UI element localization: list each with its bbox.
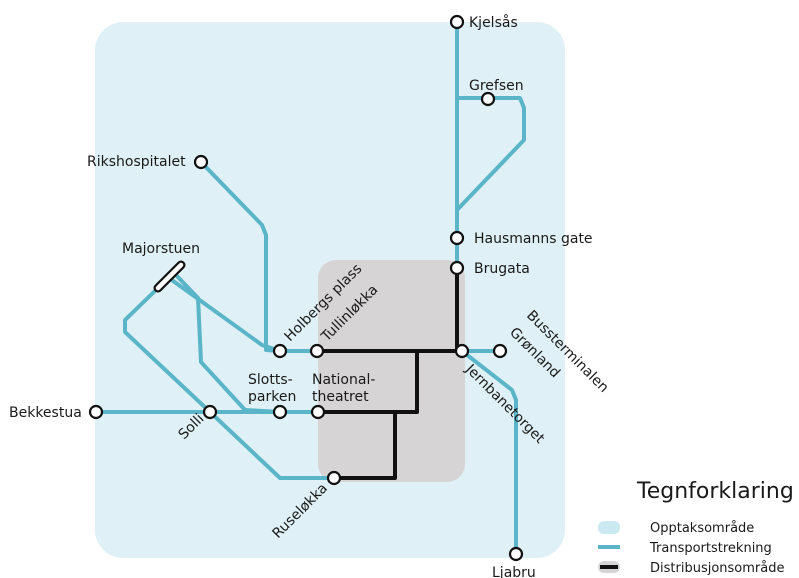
label-nationaltheatret-line1: National- — [312, 372, 375, 388]
legend: Tegnforklaring Opptaksområde Transportst… — [598, 479, 794, 576]
label-ljabru: Ljabru — [492, 565, 536, 578]
legend-swatch-transport — [598, 545, 620, 549]
legend-label-transport: Transportstrekning — [649, 541, 772, 556]
line-jernbanetorget-ljabru — [460, 349, 518, 556]
label-hausmanns: Hausmanns gate — [474, 231, 593, 247]
label-bekkestua: Bekkestua — [9, 405, 82, 421]
stop-slottsparken — [272, 404, 288, 420]
legend-title: Tegnforklaring — [636, 479, 794, 504]
stop-jernbanetorget — [454, 343, 470, 359]
legend-swatch-catchment — [598, 521, 620, 534]
label-rikshospitalet: Rikshospitalet — [87, 154, 186, 170]
label-kjelsas: Kjelsås — [469, 14, 518, 31]
stop-majorstuen — [153, 260, 186, 293]
legend-label-catchment: Opptaksområde — [650, 521, 754, 536]
stop-kjelsas — [449, 14, 465, 30]
label-nationaltheatret-line2: theatret — [312, 389, 369, 405]
label-slottsparken-line2: parken — [248, 389, 296, 405]
line-grefsen-loop — [455, 96, 526, 212]
dist-ruselokka-branch — [332, 410, 397, 480]
stop-tullinlokka — [309, 343, 325, 359]
stop-holbergs — [272, 343, 288, 359]
legend-label-distribution: Distribusjonsområde — [650, 561, 784, 576]
stop-nationaltheatret — [310, 404, 326, 420]
distribution-lines — [315, 266, 464, 480]
stop-hausmanns — [449, 230, 465, 246]
label-slottsparken-line1: Slotts- — [248, 372, 293, 388]
legend-swatch-distribution — [600, 565, 618, 569]
label-majorstuen: Majorstuen — [122, 241, 200, 257]
line-solli-ruselokka — [208, 410, 336, 480]
label-grefsen: Grefsen — [469, 78, 524, 94]
stop-gronland — [492, 343, 508, 359]
stop-brugata — [449, 260, 465, 276]
stop-rikshospitalet — [193, 154, 209, 170]
stops — [88, 14, 524, 562]
stop-solli — [202, 404, 218, 420]
distribution-area — [318, 260, 465, 482]
label-brugata: Brugata — [474, 261, 530, 277]
line-majorstuen-solli — [123, 286, 212, 414]
stop-bekkestua — [88, 404, 104, 420]
stop-ruselokka — [326, 470, 342, 486]
line-rikshospitalet-holbergs — [199, 160, 282, 353]
dist-nationaltheatret-branch — [316, 349, 419, 414]
stop-grefsen — [480, 91, 496, 107]
stop-ljabru — [508, 546, 524, 562]
